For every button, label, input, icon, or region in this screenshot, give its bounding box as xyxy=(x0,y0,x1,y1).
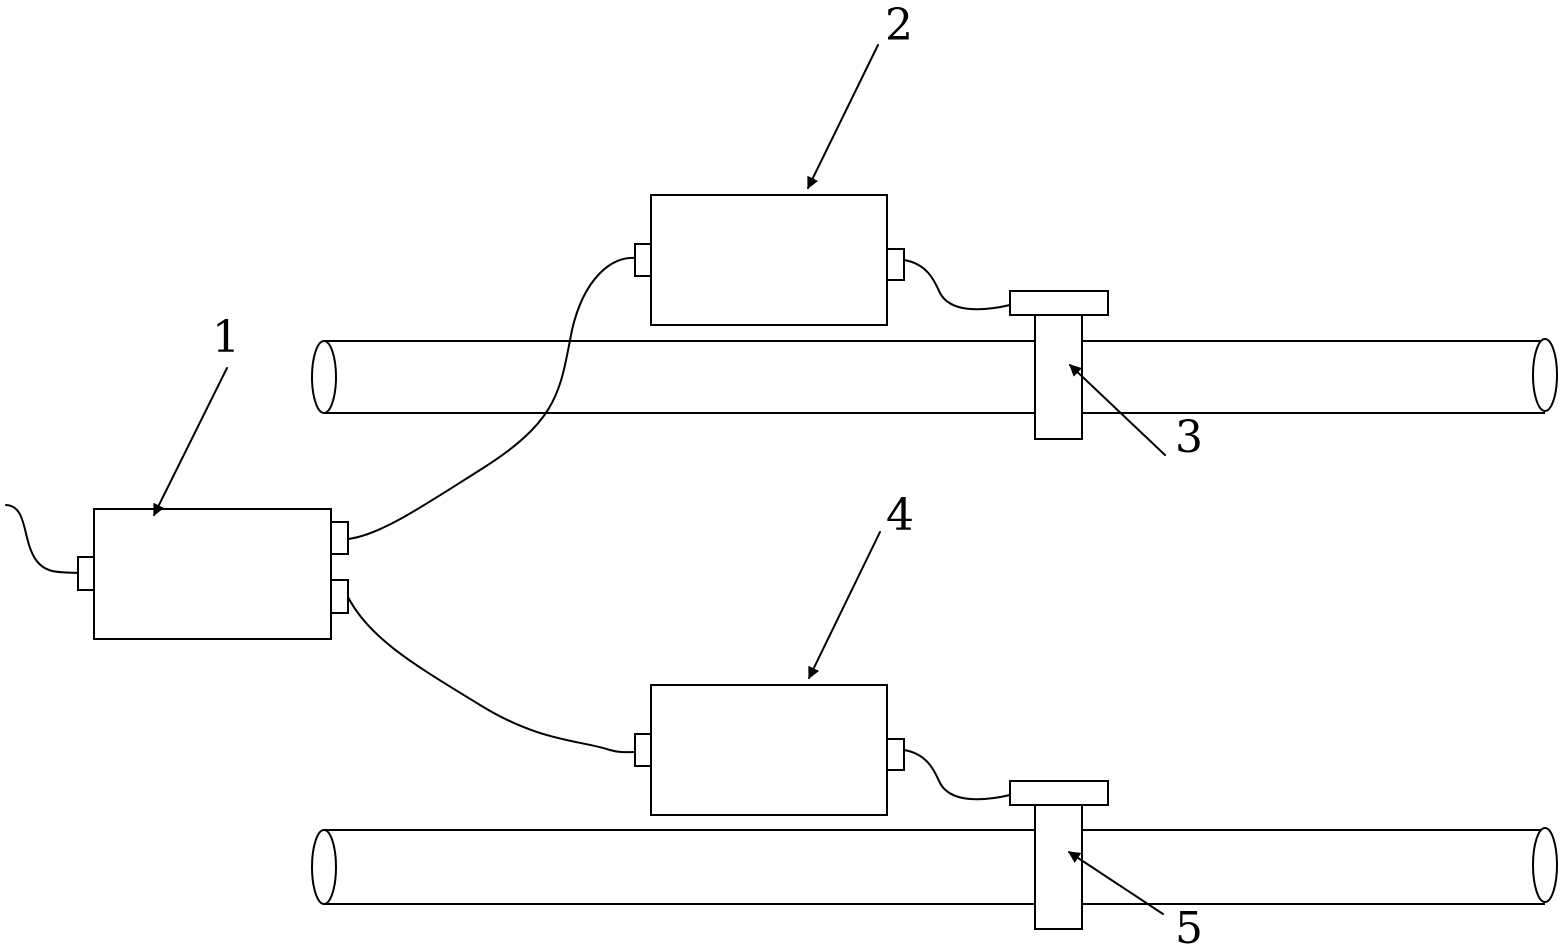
cable-unit2-to-element3 xyxy=(903,259,1011,311)
flow-element-3-cap xyxy=(1009,290,1109,316)
unit-2-right-port xyxy=(886,248,905,281)
leader-4-arrow xyxy=(808,531,881,680)
upper-pipe-left-end xyxy=(311,340,337,414)
flow-element-3-body xyxy=(1034,314,1083,440)
lower-pipe xyxy=(311,827,1558,905)
leader-2-arrow xyxy=(807,44,879,190)
upper-pipe xyxy=(311,338,1558,414)
upper-pipe-right-end xyxy=(1532,338,1558,412)
unit-2-left-port xyxy=(634,243,652,277)
lower-pipe-left-end xyxy=(311,829,337,905)
leader-3-arrow xyxy=(1069,364,1166,456)
label-3: 3 xyxy=(1175,412,1203,463)
label-2: 2 xyxy=(885,0,913,51)
lower-pipe-right-end xyxy=(1532,827,1558,903)
label-5: 5 xyxy=(1175,903,1203,950)
unit-1-box xyxy=(77,508,349,640)
leader-5-arrow xyxy=(1067,851,1164,915)
leader-1-arrow xyxy=(153,367,228,517)
unit-4-right-port xyxy=(886,738,905,771)
unit-4-box xyxy=(634,684,905,816)
cable-unit1-to-unit4 xyxy=(347,596,636,754)
unit-1-left-port xyxy=(77,556,95,591)
cable-unit4-to-element5 xyxy=(903,749,1011,801)
unit-1-lower-port xyxy=(330,579,349,614)
flow-element-5-cap xyxy=(1009,780,1109,806)
cable-unit1-to-unit2 xyxy=(347,256,636,540)
unit-2-box xyxy=(634,194,905,326)
flow-element-3 xyxy=(1009,290,1109,440)
label-1: 1 xyxy=(212,312,240,363)
unit-1-upper-port xyxy=(330,521,349,555)
unit-4-left-port xyxy=(634,733,652,767)
flow-element-5-body xyxy=(1034,804,1083,930)
label-4: 4 xyxy=(886,490,914,541)
input-cable xyxy=(5,504,79,574)
flow-element-5 xyxy=(1009,780,1109,930)
